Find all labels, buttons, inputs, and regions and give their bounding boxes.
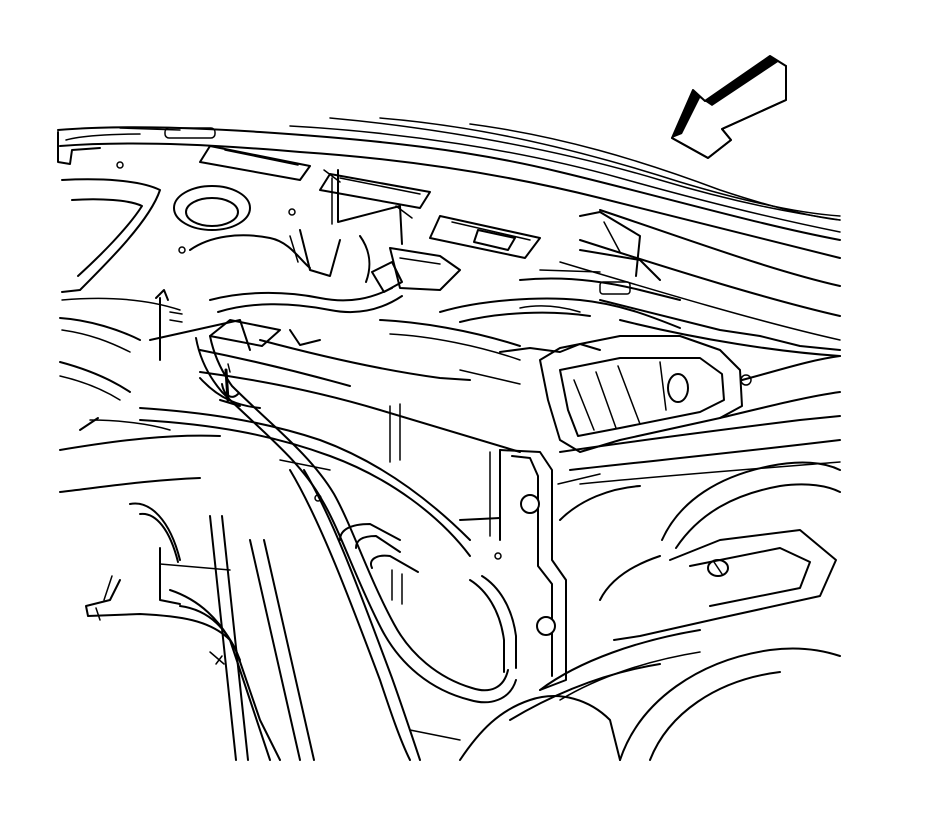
wheel-well — [509, 461, 841, 761]
body-side-panel — [59, 349, 521, 557]
wiring-harness — [195, 335, 517, 704]
pillar-with-holes — [489, 449, 641, 691]
direction-arrow-icon — [671, 55, 787, 159]
left-wheelhouse — [85, 469, 421, 761]
rail-bracket — [539, 299, 841, 485]
upper-body-panel — [57, 117, 841, 401]
floor-section — [409, 249, 661, 761]
